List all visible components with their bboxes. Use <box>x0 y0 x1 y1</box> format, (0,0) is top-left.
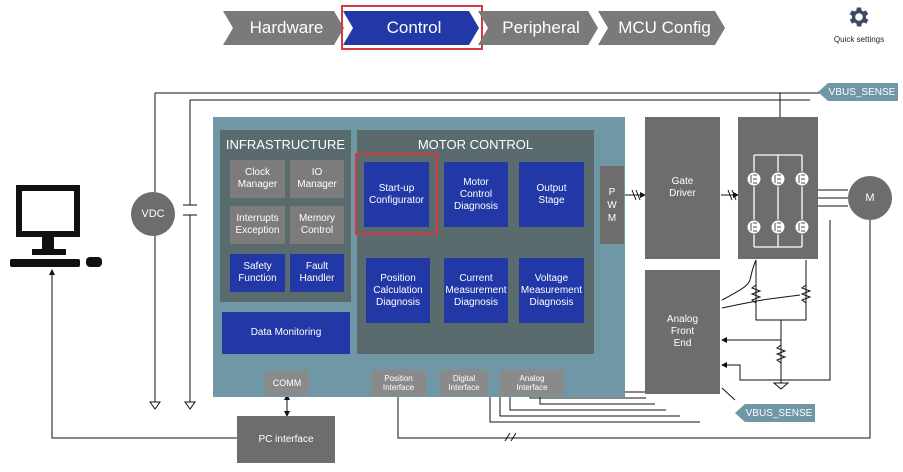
current-measurement-diagnosis-block[interactable]: Current Measurement Diagnosis <box>444 258 508 323</box>
comm-block[interactable]: COMM <box>265 371 309 395</box>
wizard-step-control[interactable]: Control <box>343 11 479 45</box>
vbus-sense-top-tag: VBUS_SENSE <box>818 83 898 101</box>
vdc-label: VDC <box>141 208 165 220</box>
voltage-measurement-diagnosis-block[interactable]: Voltage Measurement Diagnosis <box>519 258 584 323</box>
motor-label: M <box>865 192 875 204</box>
interrupts-exception-block[interactable]: Interrupts Exception <box>230 206 285 244</box>
wizard-step-hardware[interactable]: Hardware <box>223 11 344 45</box>
clock-manager-block[interactable]: Clock Manager <box>230 160 285 198</box>
memory-control-block[interactable]: Memory Control <box>290 206 344 244</box>
wizard-step-label: Hardware <box>249 18 324 37</box>
vbus-sense-bottom-tag: VBUS_SENSE <box>735 404 815 422</box>
data-monitoring-block[interactable]: Data Monitoring <box>222 312 350 354</box>
safety-function-block[interactable]: Safety Function <box>230 254 285 292</box>
output-stage-block[interactable]: Output Stage <box>519 162 584 227</box>
wizard-step-label: Control <box>386 18 442 37</box>
computer-icon <box>10 185 102 267</box>
infrastructure-title: INFRASTRUCTURE <box>225 137 346 152</box>
position-calculation-diagnosis-block[interactable]: Position Calculation Diagnosis <box>366 258 430 323</box>
gate-driver-block[interactable]: Gate Driver <box>645 117 720 259</box>
wizard-step-label: Peripheral <box>502 18 580 37</box>
mosfet-bridge-icon <box>746 154 810 248</box>
startup-configurator-block[interactable]: Start-up Configurator <box>364 162 429 227</box>
vdc-source: VDC <box>131 192 175 236</box>
startup-highlight <box>355 153 438 235</box>
motor: M <box>848 176 892 220</box>
quick-settings-label: Quick settings <box>833 35 885 44</box>
pwm-block[interactable]: P W M <box>600 166 624 244</box>
wizard-active-highlight <box>341 5 483 50</box>
quick-settings-button[interactable]: Quick settings <box>826 4 892 44</box>
io-manager-block[interactable]: IO Manager <box>290 160 344 198</box>
position-interface-block[interactable]: Position Interface <box>371 370 426 396</box>
digital-interface-block[interactable]: Digital Interface <box>440 370 488 396</box>
motor-control-diagnosis-block[interactable]: Motor Control Diagnosis <box>444 162 508 227</box>
fault-handler-block[interactable]: Fault Handler <box>290 254 344 292</box>
analog-interface-block[interactable]: Analog Interface <box>500 370 564 396</box>
analog-front-end-block[interactable]: Analog Front End <box>645 270 720 394</box>
gear-icon <box>849 7 869 27</box>
pc-interface-block[interactable]: PC interface <box>237 416 335 463</box>
wizard-step-mcu-config[interactable]: MCU Config <box>598 11 725 45</box>
motor-control-title: MOTOR CONTROL <box>417 137 534 152</box>
wizard-step-label: MCU Config <box>618 18 711 37</box>
wizard-step-peripheral[interactable]: Peripheral <box>478 11 598 45</box>
